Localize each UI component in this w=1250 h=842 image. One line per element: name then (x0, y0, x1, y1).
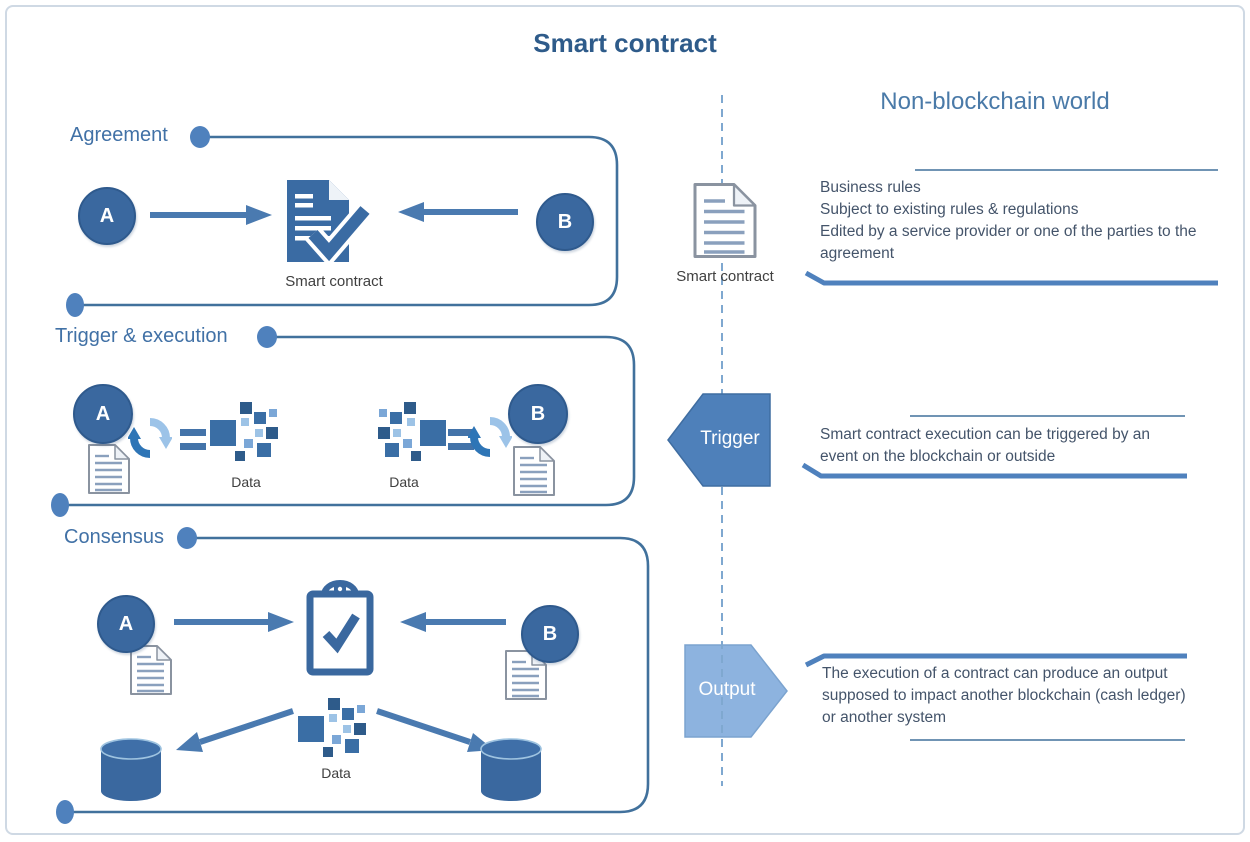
data-to-left-db-arrow (176, 708, 294, 752)
trigger-execution-box (60, 335, 636, 507)
party-b-node-trigger: B (508, 384, 568, 444)
sync-arrows-icon (467, 421, 513, 453)
page-title: Smart contract (533, 28, 717, 58)
agreement-arrow-b (398, 202, 518, 222)
clipboard-check-icon (306, 580, 374, 676)
database-cylinder-icon (100, 738, 162, 802)
output-shape-label: Output (698, 679, 756, 700)
database-cylinder-icon (480, 738, 542, 802)
box-end-dots (51, 126, 277, 824)
consensus-arrow-a (174, 612, 294, 632)
section-label-trigger-execution: Trigger & execution (55, 325, 228, 347)
document-icon (130, 645, 172, 695)
smart-contract-caption: Smart contract (285, 273, 383, 290)
party-b-node-agreement: B (536, 193, 594, 251)
document-icon (88, 444, 130, 494)
data-label-left: Data (231, 474, 261, 490)
section-label-agreement: Agreement (70, 124, 168, 146)
party-b-node-consensus: B (521, 605, 579, 663)
data-blocks-icon (298, 698, 366, 757)
consensus-box (65, 536, 650, 814)
document-icon (513, 446, 555, 496)
arrow-pentagon-right-icon (684, 644, 788, 738)
document-check-icon (287, 180, 373, 268)
equals-sign (180, 429, 206, 450)
data-label-consensus: Data (321, 765, 351, 781)
callout-lines (801, 169, 1218, 741)
trigger-shape-label: Trigger (700, 428, 760, 449)
non-blockchain-heading: Non-blockchain world (880, 88, 1110, 115)
party-a-node-consensus: A (97, 595, 155, 653)
output-description-text: The execution of a contract can produce … (822, 665, 1186, 726)
right-doc-caption: Smart contract (676, 268, 774, 285)
section-label-consensus: Consensus (64, 526, 165, 548)
sync-arrows-icon (127, 422, 173, 454)
data-label-right: Data (389, 474, 419, 490)
data-blocks-icon (378, 402, 446, 461)
agreement-rules-text: Business rules Subject to existing rules… (820, 177, 1222, 265)
party-a-node-agreement: A (78, 187, 136, 245)
agreement-rule-line: Subject to existing rules & regulations (820, 201, 1079, 218)
equals-sign (448, 429, 474, 450)
section-box-outlines (60, 135, 650, 814)
data-to-right-db-arrow (376, 708, 494, 752)
document-icon (693, 183, 757, 258)
agreement-rule-line: Business rules (820, 179, 921, 196)
arrow-pentagon-left-icon (667, 393, 771, 487)
trigger-description-text: Smart contract execution can be triggere… (820, 426, 1150, 465)
party-a-node-trigger: A (73, 384, 133, 444)
agreement-arrow-a (150, 205, 272, 225)
data-blocks-icon (210, 402, 278, 461)
agreement-box (75, 135, 619, 307)
agreement-rule-line: Edited by a service provider or one of t… (820, 223, 1197, 262)
consensus-arrow-b (400, 612, 506, 632)
